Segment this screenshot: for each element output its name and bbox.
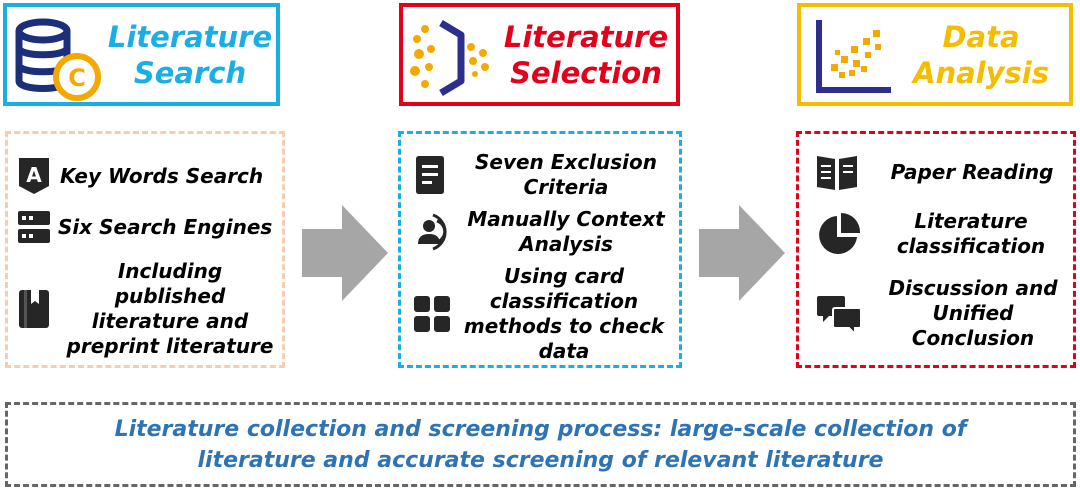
open-book-icon [817,156,857,190]
item-literature-classification: Literature classification [815,209,1071,259]
conclusion-line2: literature and accurate screening of rel… [197,447,884,473]
item-text: Using card classification methods to che… [463,264,665,363]
item-published-preprint-literature: Including published literature and prepr… [16,259,282,359]
stage-title-line2: Selection [510,56,662,90]
scatter-plot-icon [816,20,891,93]
item-six-search-engines: Six Search Engines [16,209,284,245]
item-key-words-search: A Key Words Search [16,156,280,196]
panel-analysis-steps: Paper Reading Literature classification … [796,131,1076,368]
item-text: Literature classification [896,209,1046,258]
item-card-classification: Using card classification methods to che… [413,264,675,364]
conclusion-text: Literature collection and screening proc… [115,414,967,476]
panel-selection-steps: Seven Exclusion Criteria Manually Contex… [398,131,682,368]
item-seven-exclusion-criteria: Seven Exclusion Criteria [413,150,675,200]
item-text: Manually Context Analysis [467,207,665,256]
item-text: Seven Exclusion Criteria [474,150,658,199]
stage-title-line1: Literature [107,20,273,54]
stage-title-analysis: Data Analysis [895,19,1067,91]
conclusion-box: Literature collection and screening proc… [5,402,1076,487]
stage-title-line1: Data [942,20,1020,54]
stage-title-selection: Literature Selection [497,19,675,91]
item-text: Including published literature and prepr… [66,259,274,358]
stage-title-line2: Analysis [913,56,1049,90]
panel-search-steps: A Key Words Search Six Search Engines In… [5,131,285,368]
conclusion-line1: Literature collection and screening proc… [114,416,967,442]
document-list-icon [416,156,444,194]
person-voice-icon [418,213,447,251]
item-discussion-conclusion: Discussion and Unified Conclusion [815,276,1071,351]
book-icon [19,290,49,328]
item-text: Key Words Search [60,163,264,188]
item-text: Six Search Engines [58,214,273,239]
stage-data-analysis: Data Analysis [797,3,1073,106]
stage-title-line1: Literature [503,20,669,54]
stage-literature-selection: Literature Selection [399,3,680,106]
funnel-filter-icon [410,19,489,97]
database-copyright-icon: C [15,18,101,101]
svg-text:C: C [68,64,86,92]
card-grid-icon [414,296,450,332]
chat-bubbles-icon [817,295,862,336]
server-icon [18,211,50,243]
item-manually-context-analysis: Manually Context Analysis [413,207,675,257]
item-text: Discussion and Unified Conclusion [888,276,1058,350]
arrow-right-icon [699,205,785,301]
item-text: Paper Reading [890,159,1054,184]
pie-chart-icon [819,212,861,254]
item-paper-reading: Paper Reading [815,150,1071,194]
stage-literature-search: C Literature Search [3,3,280,106]
stage-title-line2: Search [133,56,247,90]
svg-text:A: A [26,163,42,187]
stage-title-search: Literature Search [105,19,275,91]
arrow-right-icon [302,205,388,301]
keyword-tag-icon: A [19,158,49,194]
